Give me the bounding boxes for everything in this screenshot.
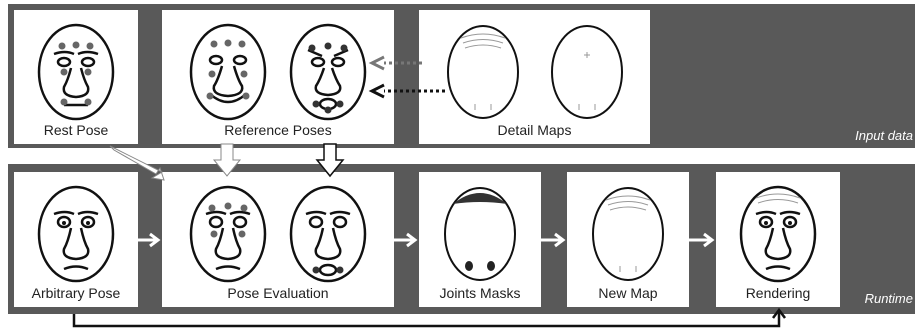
arbitrary-pose-panel: Arbitrary Pose	[14, 172, 138, 307]
rendering-panel: Rendering	[716, 172, 840, 307]
reference-poses-panel: Reference Poses	[162, 10, 394, 144]
pose-evaluation-panel: Pose Evaluation	[162, 172, 394, 307]
rendering-face-illustration	[739, 185, 817, 283]
joints-masks-panel: Joints Masks	[419, 172, 541, 307]
rest-pose-face-illustration	[37, 23, 115, 121]
detail-maps-label: Detail Maps	[497, 122, 572, 138]
rest-pose-label: Rest Pose	[43, 122, 109, 138]
joints-masks-illustration	[444, 187, 516, 281]
arbitrary-pose-face-illustration	[37, 185, 115, 283]
detail-maps-panel: Detail Maps	[419, 10, 650, 144]
reference-poses-label: Reference Poses	[224, 122, 332, 138]
rest-pose-panel: Rest Pose	[14, 10, 138, 144]
pose-evaluation-face-illustrations	[189, 185, 367, 283]
new-map-panel: New Map	[567, 172, 689, 307]
rendering-label: Rendering	[745, 285, 811, 301]
detail-maps-illustrations	[447, 25, 623, 119]
joints-masks-label: Joints Masks	[439, 285, 521, 301]
pose-evaluation-label: Pose Evaluation	[227, 285, 329, 301]
arbitrary-pose-label: Arbitrary Pose	[31, 285, 121, 301]
reference-poses-face-illustrations	[189, 23, 367, 121]
input-data-label: Input data	[855, 128, 913, 143]
runtime-label: Runtime	[864, 291, 913, 306]
new-map-illustration	[592, 187, 664, 281]
new-map-label: New Map	[598, 285, 658, 301]
